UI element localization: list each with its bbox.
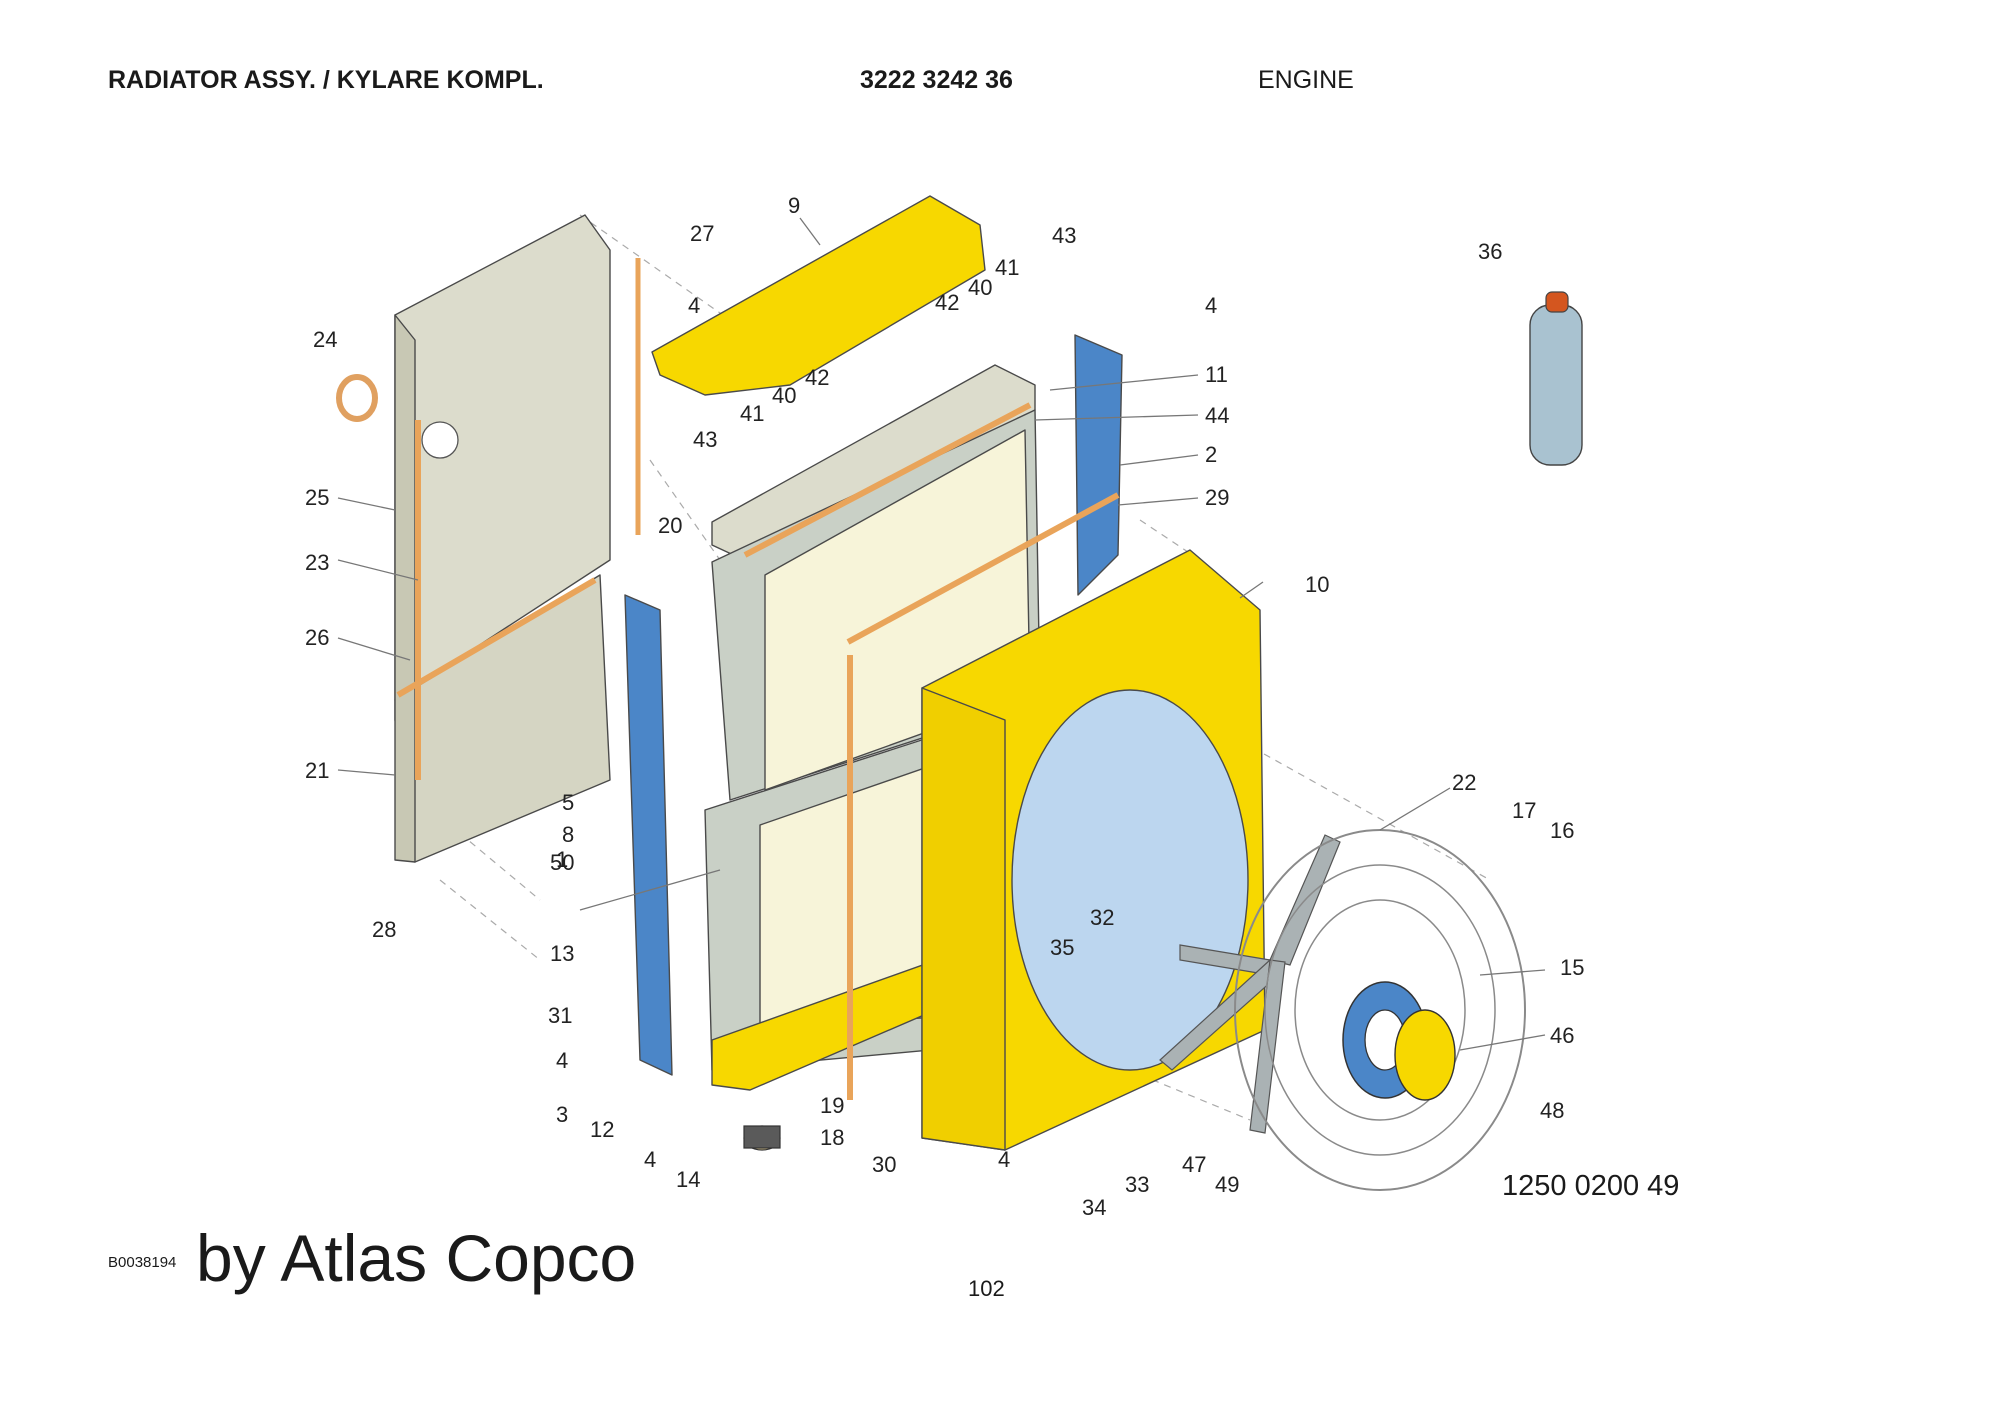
rubber-mount	[743, 1125, 781, 1151]
callout-48: 48	[1540, 1098, 1564, 1123]
callout-41b: 41	[740, 401, 764, 426]
callout-34: 34	[1082, 1195, 1106, 1220]
gasket-ring	[336, 374, 378, 422]
callout-46: 46	[1550, 1023, 1574, 1048]
callout-30: 30	[872, 1152, 896, 1177]
callout-1: 1	[556, 847, 568, 872]
callout-47: 47	[1182, 1152, 1206, 1177]
callout-43a: 43	[1052, 223, 1076, 248]
callout-49: 49	[1215, 1172, 1239, 1197]
callout-11: 11	[1205, 362, 1228, 387]
page-title: RADIATOR ASSY. / KYLARE KOMPL.	[108, 66, 544, 94]
callout-29: 29	[1205, 485, 1229, 510]
leader-lines	[337, 217, 1546, 1051]
callout-22: 22	[1452, 770, 1476, 795]
watermark: by Atlas Copco	[196, 1221, 637, 1295]
callout-36: 36	[1478, 239, 1502, 264]
section-label: ENGINE	[1258, 66, 1354, 94]
callout-31: 31	[548, 1003, 572, 1028]
callout-14: 14	[676, 1167, 700, 1192]
callout-19: 19	[820, 1093, 844, 1118]
left-frame-rail	[624, 594, 673, 1076]
callout-15: 15	[1560, 955, 1584, 980]
callout-40a: 40	[968, 275, 992, 300]
callout-41a: 41	[995, 255, 1019, 280]
top-bracket	[651, 195, 986, 396]
callout-10: 10	[1305, 572, 1329, 597]
callout-4c: 4	[556, 1048, 568, 1073]
callout-4b: 4	[1205, 293, 1217, 318]
callout-42b: 42	[805, 365, 829, 390]
callout-labels: 1 2 3 4 4 4 4 4 5 8 9 10 11 12 13 14 15 …	[305, 193, 1584, 1220]
callout-43b: 43	[693, 427, 717, 452]
callout-3: 3	[556, 1102, 568, 1127]
callout-25: 25	[305, 485, 329, 510]
callout-4a: 4	[688, 293, 700, 318]
callout-44: 44	[1205, 403, 1229, 428]
callout-21: 21	[305, 758, 329, 783]
callout-26: 26	[305, 625, 329, 650]
illustration-number: 1250 0200 49	[1502, 1170, 1680, 1202]
side-panel	[394, 214, 641, 863]
callout-12: 12	[590, 1117, 614, 1142]
right-frame-rail	[1074, 334, 1123, 596]
fan-shroud	[921, 549, 1266, 1151]
callout-9: 9	[788, 193, 800, 218]
callout-17: 17	[1512, 798, 1536, 823]
callout-27: 27	[690, 221, 714, 246]
callout-42a: 42	[935, 290, 959, 315]
callout-35: 35	[1050, 935, 1074, 960]
callout-32: 32	[1090, 905, 1114, 930]
callout-2: 2	[1205, 442, 1217, 467]
callout-16: 16	[1550, 818, 1574, 843]
callout-20: 20	[658, 513, 682, 538]
image-code: B0038194	[108, 1254, 177, 1271]
callout-28: 28	[372, 917, 396, 942]
callout-40b: 40	[772, 383, 796, 408]
callout-18: 18	[820, 1125, 844, 1150]
callout-24: 24	[313, 327, 337, 352]
fan-hub-plate	[1394, 1009, 1456, 1101]
page-number: 102	[968, 1276, 1005, 1301]
callout-50: 50	[550, 850, 574, 875]
part-number: 3222 3242 36	[860, 66, 1013, 94]
callout-8: 8	[562, 822, 574, 847]
callout-5: 5	[562, 790, 574, 815]
callout-4d: 4	[644, 1147, 656, 1172]
callout-4e: 4	[998, 1147, 1010, 1172]
callout-13: 13	[550, 941, 574, 966]
callout-23: 23	[305, 550, 329, 575]
expansion-tank	[1529, 291, 1583, 466]
callout-33: 33	[1125, 1172, 1149, 1197]
